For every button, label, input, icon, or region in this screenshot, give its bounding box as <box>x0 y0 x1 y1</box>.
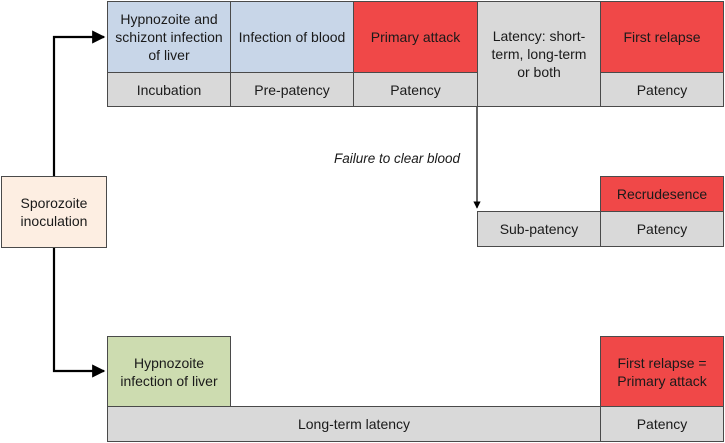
node-hypnozoite-schizont: Hypnozoite and schizont infection of liv… <box>107 1 231 73</box>
phase-sub-patency: Sub-patency <box>477 211 601 247</box>
node-sporozoite-inoculation: Sporozoite inoculation <box>1 176 107 248</box>
node-infection-of-blood: Infection of blood <box>230 1 354 73</box>
arrow-to-bottom-row <box>52 248 106 378</box>
phase-pre-patency: Pre-patency <box>230 72 354 107</box>
node-first-relapse-primary-attack: First relapse = Primary attack <box>600 336 724 407</box>
node-hypnozoite-infection-of-liver: Hypnozoite infection of liver <box>107 336 231 407</box>
phase-long-term-latency: Long-term latency <box>107 406 601 442</box>
phase-incubation: Incubation <box>107 72 231 107</box>
phase-patency-3: Patency <box>600 211 724 247</box>
node-first-relapse: First relapse <box>600 1 724 73</box>
phase-patency-1: Patency <box>353 72 478 107</box>
phase-patency-4: Patency <box>600 406 724 442</box>
node-latency: Latency: short-term, long-term or both <box>477 1 601 107</box>
node-primary-attack: Primary attack <box>353 1 478 73</box>
edge-label-failure-to-clear-blood: Failure to clear blood <box>334 151 461 166</box>
arrow-to-top-row <box>52 30 106 176</box>
phase-patency-2: Patency <box>600 72 724 107</box>
